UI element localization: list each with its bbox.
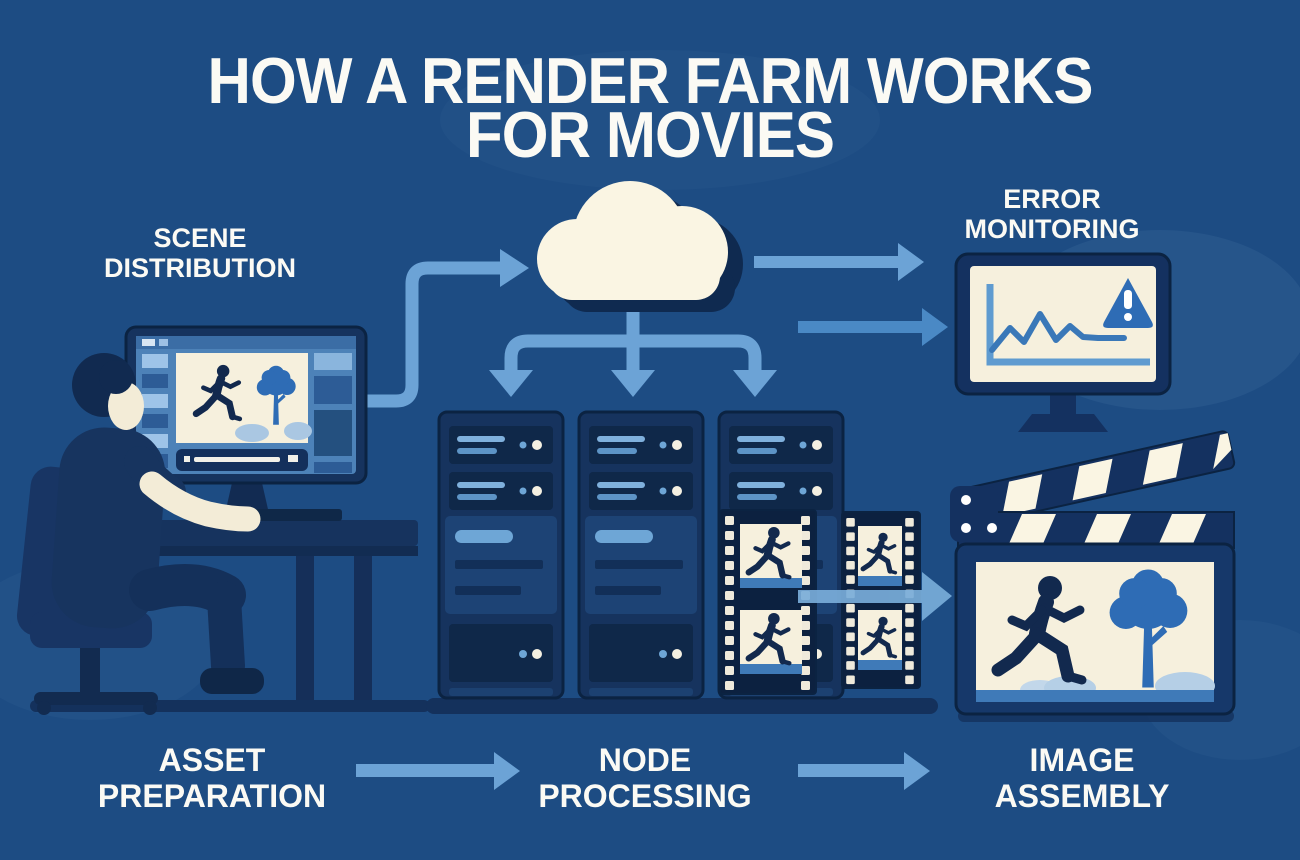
branch-arrowhead-middle (611, 370, 655, 397)
editor-playback-bar (176, 449, 308, 471)
person-hair-front (99, 360, 133, 394)
node-processing-line-1: NODE (599, 742, 691, 778)
branch-arrowhead-right (733, 370, 777, 397)
image-assembly-line-1: IMAGE (1030, 742, 1135, 778)
scene-distribution-line-1: SCENE (153, 223, 246, 253)
chart-axes (986, 284, 1150, 366)
label-asset-preparation: ASSET PREPARATION (98, 742, 326, 814)
error-monitoring-line-2: MONITORING (965, 214, 1140, 244)
warning-triangle-icon (1103, 278, 1153, 328)
editor-side-panel (314, 353, 352, 473)
person-arm (139, 471, 261, 532)
flow-arrow-icon (898, 243, 924, 281)
label-scene-distribution: SCENE DISTRIBUTION (104, 223, 296, 283)
arrow-asset-to-node (356, 752, 520, 790)
desk-leg (296, 556, 314, 700)
error-monitoring-line-1: ERROR (1003, 184, 1101, 214)
asset-preparation-line-2: PREPARATION (98, 778, 326, 814)
assembled-frame-image (976, 562, 1215, 702)
label-error-monitoring: ERROR MONITORING (965, 184, 1140, 244)
label-node-processing: NODE PROCESSING (538, 742, 751, 814)
title-line-2: FOR MOVIES (466, 98, 834, 171)
editor-preview (176, 353, 312, 443)
asset-preparation-line-1: ASSET (159, 742, 266, 778)
editor-thumbnail-list (142, 354, 168, 468)
workstation-monitor-icon (124, 325, 368, 518)
image-assembly-line-2: ASSEMBLY (995, 778, 1170, 814)
video-editor-ui-icon (136, 336, 356, 473)
flow-arrow-icon (494, 752, 520, 790)
arrow-node-to-image (798, 752, 930, 790)
error-chart-monitor-icon (954, 252, 1172, 432)
flow-arrow-icon (500, 249, 529, 287)
person-face (108, 382, 144, 430)
keyboard (242, 509, 342, 521)
label-image-assembly: IMAGE ASSEMBLY (995, 742, 1170, 814)
desk-edge (150, 546, 418, 556)
error-line-chart (989, 311, 1127, 353)
person-shin (207, 581, 245, 683)
error-monitor-base (1018, 414, 1108, 432)
cloud-body (537, 181, 728, 300)
arrow-frames-to-assembly (798, 572, 952, 621)
arrow-cloud-to-error-monitor (754, 243, 924, 281)
branch-arrowhead-left (489, 370, 533, 397)
artist-workstation (16, 325, 418, 715)
branch-arrow-cloud-to-racks (489, 296, 777, 397)
server-rack-icon (437, 410, 565, 700)
cloud-icon (537, 181, 743, 312)
server-rack-icon (577, 410, 705, 700)
page-title: HOW A RENDER FARM WORKS FOR MOVIES (208, 44, 1094, 171)
scene-distribution-line-2: DISTRIBUTION (104, 253, 296, 283)
flow-arrow-icon (922, 308, 948, 346)
title-line-1: HOW A RENDER FARM WORKS (208, 44, 1093, 117)
clapper-bottom-stick (957, 511, 1235, 549)
artist-person (51, 353, 264, 694)
node-processing-line-2: PROCESSING (538, 778, 751, 814)
flow-arrow-icon (904, 752, 930, 790)
floor-shadow-racks (426, 698, 938, 714)
clapper-top-stick (953, 430, 1236, 528)
desk-leg (354, 556, 372, 700)
clapper-hinge (950, 486, 998, 542)
arrow-workstation-to-cloud (356, 249, 529, 408)
desk-top (150, 520, 418, 546)
clapperboard-icon (950, 430, 1236, 722)
arrow-nodes-to-error-monitor (798, 308, 948, 346)
flow-arrow-icon (922, 572, 952, 621)
person-shoe (200, 668, 264, 694)
